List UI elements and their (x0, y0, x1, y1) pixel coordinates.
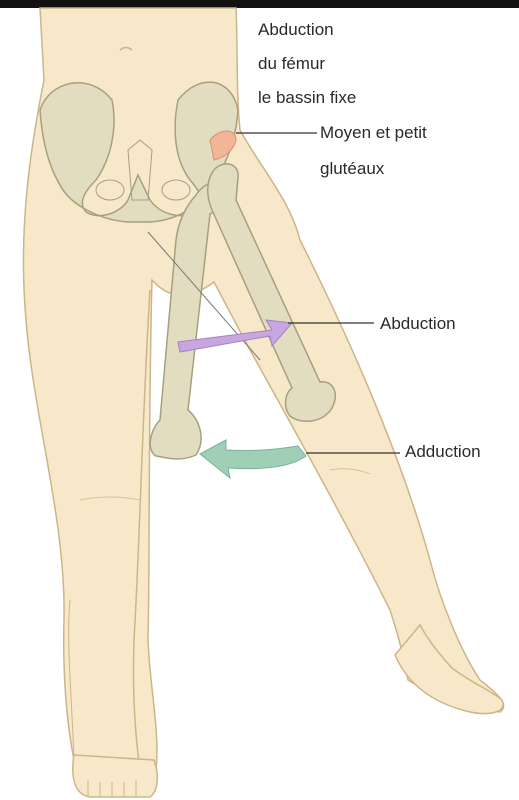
abduction-label: Abduction (380, 312, 456, 335)
top-border (0, 0, 519, 8)
title-line-1: Abduction (258, 18, 334, 41)
muscles-label-line-1: Moyen et petit (320, 121, 427, 144)
muscles-label-line-2: glutéaux (320, 157, 384, 180)
left-foot (73, 755, 157, 797)
adduction-arrow (200, 440, 306, 478)
title-line-2: du fémur (258, 52, 325, 75)
title-line-3: le bassin fixe (258, 86, 356, 109)
adduction-label: Adduction (405, 440, 481, 463)
